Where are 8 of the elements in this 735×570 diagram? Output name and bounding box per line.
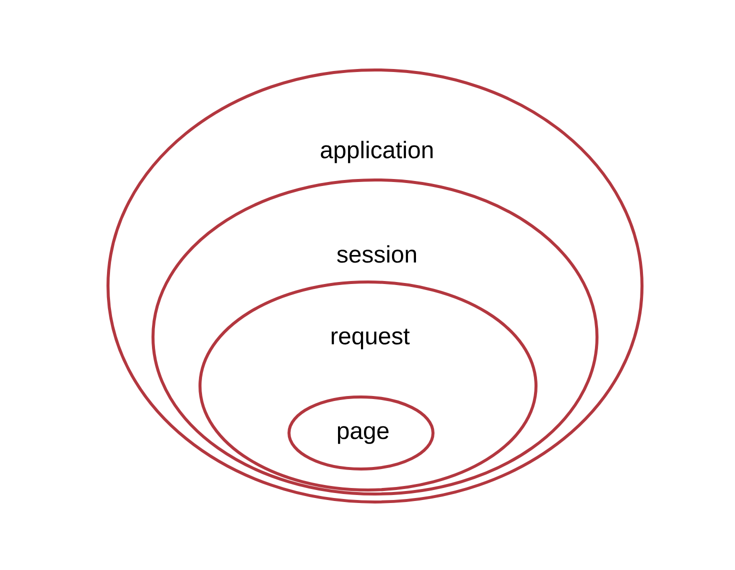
ellipse — [198, 280, 538, 492]
ellipse — [152, 178, 598, 496]
ellipse-label: application — [320, 140, 433, 164]
ellipse-label: request — [332, 328, 410, 350]
ellipse — [106, 68, 644, 504]
ellipse — [288, 395, 434, 470]
ellipse-label: page — [338, 426, 389, 444]
ellipse-label: session — [337, 245, 416, 263]
